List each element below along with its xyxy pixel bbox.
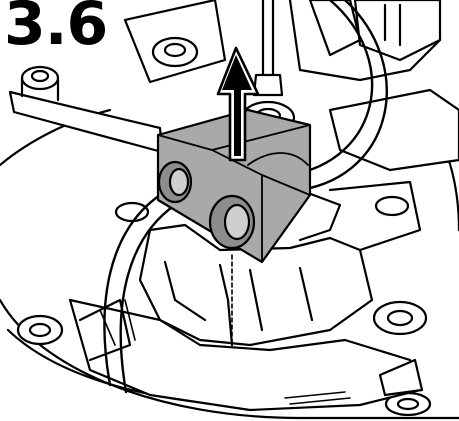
top-frame-right <box>353 0 442 62</box>
bolt-hole-mid-left <box>114 201 150 223</box>
bolt-hole-left <box>16 314 64 346</box>
sensor-block-icon <box>156 108 312 264</box>
cable-loop <box>288 0 374 177</box>
front-cable <box>103 193 162 387</box>
bolt-hole-mid-right <box>374 195 410 217</box>
step-number: 3.6 <box>4 0 108 59</box>
vertical-pin <box>261 0 275 77</box>
wedge-part <box>378 358 424 397</box>
bolt-hole-right <box>372 300 428 336</box>
right-plate <box>328 88 459 172</box>
